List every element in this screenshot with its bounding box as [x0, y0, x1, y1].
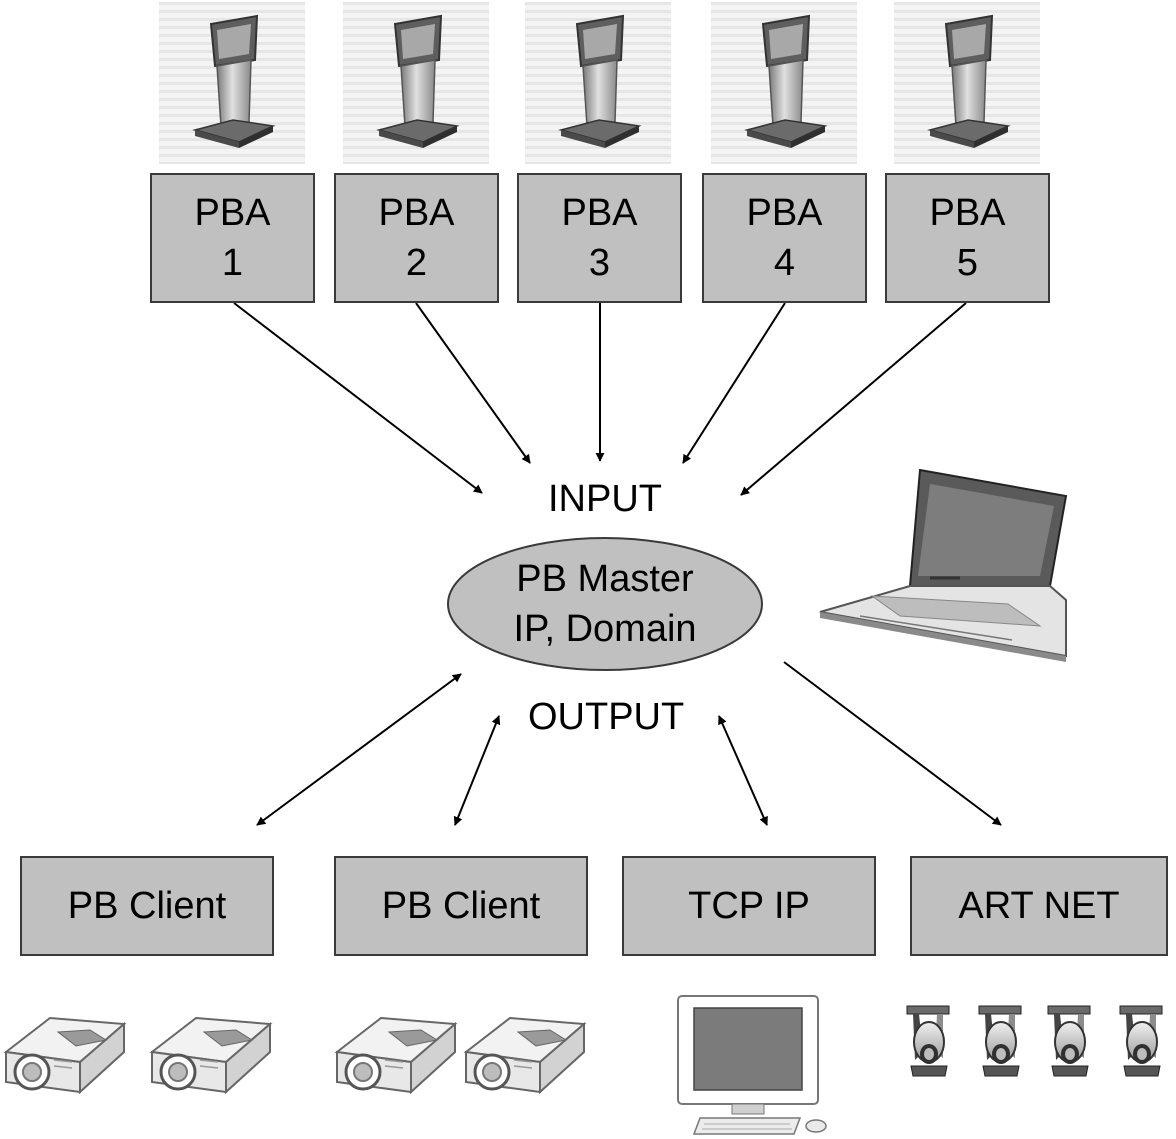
- master-node: [447, 537, 763, 671]
- arrow-pba4-to-master: [682, 302, 786, 464]
- pba-box-2: PBA 2: [334, 173, 499, 303]
- moving-head-light-icon: [1047, 1005, 1091, 1077]
- kiosk-icon: [342, 1, 490, 165]
- kiosk-icon: [710, 1, 858, 165]
- projector-icon: [464, 1016, 586, 1094]
- pba-number: 4: [773, 242, 796, 284]
- arrow-master-to-artnet: [783, 661, 1002, 826]
- arrow-pba2-to-master: [415, 302, 531, 464]
- pba-label: PBA: [561, 192, 638, 234]
- pba-number: 5: [956, 242, 979, 284]
- moving-head-group: [906, 1005, 1163, 1077]
- pba-label: PBA: [194, 192, 271, 234]
- output-arrows: [256, 661, 1002, 826]
- input-label: INPUT: [548, 478, 662, 520]
- pba-label: PBA: [746, 192, 823, 234]
- kiosk-icon: [158, 1, 306, 165]
- projector-group-2: [335, 1016, 586, 1094]
- projector-icon: [150, 1016, 272, 1094]
- pba-label: PBA: [929, 192, 1006, 234]
- projector-icon: [335, 1016, 457, 1094]
- pba-number: 3: [588, 242, 611, 284]
- output-box-label: TCP IP: [688, 885, 810, 927]
- kiosk-icon: [893, 1, 1041, 165]
- master-line2: IP, Domain: [513, 608, 696, 650]
- pba-box-1: PBA 1: [150, 173, 315, 303]
- arrow-master-to-client1: [256, 673, 462, 826]
- moving-head-light-icon: [1119, 1005, 1163, 1077]
- output-box-label: PB Client: [67, 885, 227, 927]
- output-box-art-net: ART NET: [910, 856, 1168, 956]
- arrow-pba5-to-master: [740, 302, 967, 496]
- arrow-pba1-to-master: [233, 302, 483, 494]
- desktop-computer-icon: [677, 995, 827, 1135]
- kiosk-icon: [524, 1, 672, 165]
- pba-label: PBA: [378, 192, 455, 234]
- pba-box-4: PBA 4: [702, 173, 867, 303]
- master-line1: PB Master: [516, 558, 694, 600]
- output-box-tcp-ip: TCP IP: [622, 856, 876, 956]
- moving-head-light-icon: [906, 1005, 950, 1077]
- output-box-pb-client-1: PB Client: [20, 856, 274, 956]
- arrow-master-to-client2: [453, 715, 501, 826]
- input-arrows: [233, 302, 967, 496]
- pba-number: 1: [221, 242, 244, 284]
- kiosk-row: [158, 1, 1041, 165]
- output-box-pb-client-2: PB Client: [334, 856, 588, 956]
- arrow-master-to-tcpip: [718, 715, 768, 826]
- output-label: OUTPUT: [528, 696, 685, 738]
- laptop-icon: [819, 468, 1068, 662]
- moving-head-light-icon: [978, 1005, 1022, 1077]
- projector-group-1: [4, 1016, 272, 1094]
- output-box-label: ART NET: [958, 885, 1120, 927]
- pba-box-5: PBA 5: [885, 173, 1050, 303]
- projector-icon: [4, 1016, 126, 1094]
- output-box-label: PB Client: [381, 885, 541, 927]
- pba-number: 2: [405, 242, 428, 284]
- pba-box-3: PBA 3: [517, 173, 682, 303]
